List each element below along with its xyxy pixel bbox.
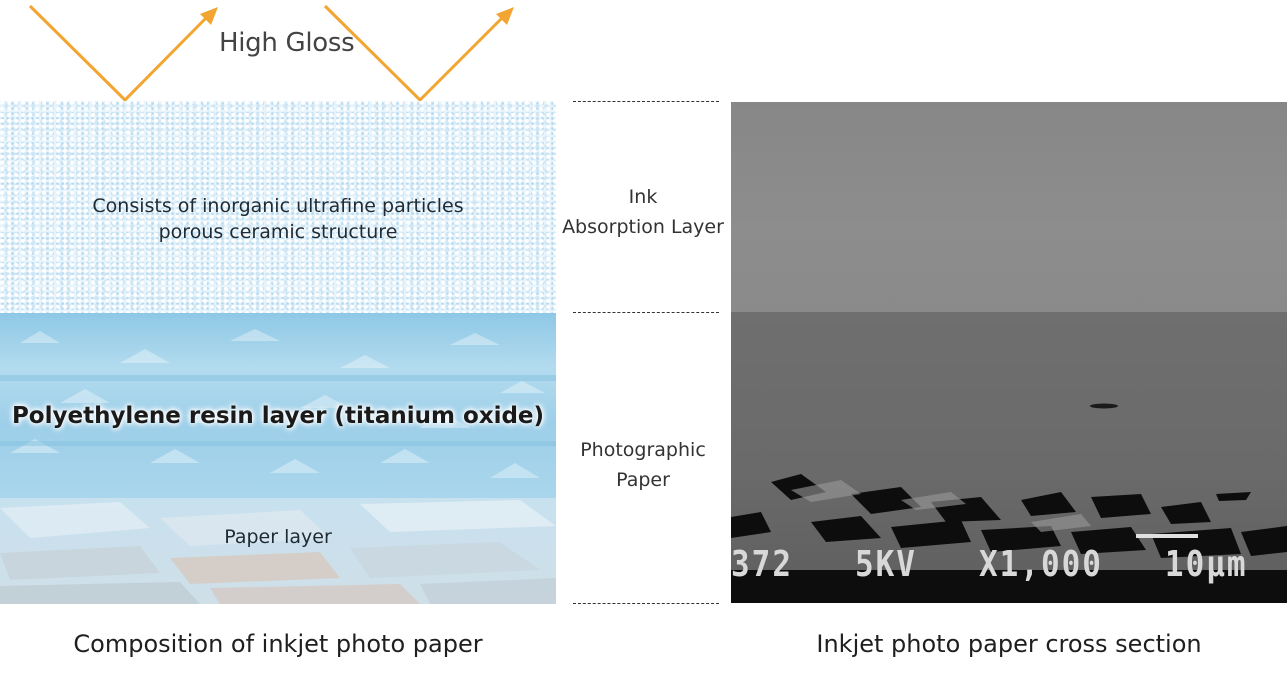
ink-absorption-layer-label: Ink Absorption Layer <box>553 182 733 242</box>
paper-texture <box>0 498 556 604</box>
caption-cross-section: Inkjet photo paper cross section <box>731 630 1287 658</box>
high-gloss-label: High Gloss <box>219 28 354 58</box>
caption-composition: Composition of inkjet photo paper <box>0 630 556 658</box>
ink-layer-description-line-1: Consists of inorganic ultrafine particle… <box>0 195 556 217</box>
divider-top <box>573 101 719 102</box>
photographic-paper-label-line-1: Photographic <box>553 435 733 465</box>
photographic-paper-label: Photographic Paper <box>553 435 733 495</box>
sem-texture <box>731 102 1287 603</box>
resin-layer-label: Polyethylene resin layer (titanium oxide… <box>0 403 556 429</box>
divider-middle <box>573 312 719 313</box>
ink-absorption-label-line-1: Ink <box>553 182 733 212</box>
photographic-paper-label-line-2: Paper <box>553 465 733 495</box>
sem-measurement-readout: 372 5KV X1,000 10µm WD13 <box>731 544 1287 585</box>
reflection-arrow-left <box>30 6 206 100</box>
ink-absorption-label-line-2: Absorption Layer <box>553 212 733 242</box>
ink-layer-description-line-2: porous ceramic structure <box>0 221 556 243</box>
paper-layer-label: Paper layer <box>0 526 556 548</box>
sem-cross-section-image: 372 5KV X1,000 10µm WD13 <box>731 102 1287 603</box>
divider-bottom <box>573 603 719 604</box>
